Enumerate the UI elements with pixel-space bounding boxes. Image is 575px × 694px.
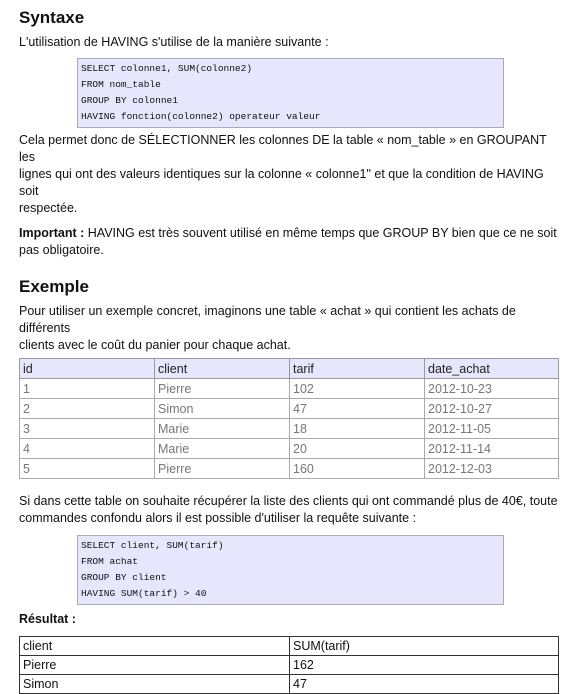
text-line: lignes qui ont des valeurs identiques su… [19, 167, 544, 198]
table-cell: 2012-11-14 [424, 438, 559, 459]
table-cell: Marie [154, 418, 290, 439]
exemple-heading: Exemple [19, 277, 89, 296]
important-label: Important : [19, 226, 85, 240]
syntaxe-explanation: Cela permet donc de SÉLECTIONNER les col… [19, 132, 559, 217]
text-line: Pour utiliser un exemple concret, imagin… [19, 304, 516, 335]
query-code-block: SELECT client, SUM(tarif) FROM achat GRO… [77, 535, 504, 605]
code-line: SELECT client, SUM(tarif) [81, 540, 224, 551]
column-header-client: client [154, 358, 290, 379]
column-header-id: id [19, 358, 155, 379]
table-cell: 2012-11-05 [424, 418, 559, 439]
table-cell: 47 [289, 674, 559, 694]
code-line: SELECT colonne1, SUM(colonne2) [81, 63, 253, 74]
table-header-row: client SUM(tarif) [19, 636, 559, 656]
column-header-tarif: tarif [289, 358, 425, 379]
code-line: HAVING fonction(colonne2) operateur vale… [81, 111, 321, 122]
table-cell: 2 [19, 398, 155, 419]
code-line: HAVING SUM(tarif) > 40 [81, 588, 207, 599]
table-cell: Pierre [19, 655, 290, 675]
column-header-client: client [19, 636, 290, 656]
syntax-code-block: SELECT colonne1, SUM(colonne2) FROM nom_… [77, 58, 504, 128]
table-cell: Pierre [154, 378, 290, 399]
code-line: FROM achat [81, 556, 139, 567]
syntaxe-heading: Syntaxe [19, 8, 85, 27]
column-header-sum-tarif: SUM(tarif) [289, 636, 559, 656]
table-cell: 2012-12-03 [424, 458, 559, 479]
table-row: 5 Pierre 160 2012-12-03 [19, 458, 559, 479]
result-table: client SUM(tarif) Pierre 162 Simon 47 [19, 636, 559, 694]
exemple-question: Si dans cette table on souhaite récupére… [19, 493, 559, 527]
table-row: Simon 47 [19, 674, 559, 694]
table-cell: 160 [289, 458, 425, 479]
code-line: GROUP BY client [81, 572, 167, 583]
table-header-row: id client tarif date_achat [19, 358, 559, 379]
achat-table: id client tarif date_achat 1 Pierre 102 … [19, 358, 559, 479]
important-text: HAVING est très souvent utilisé en même … [84, 226, 557, 240]
table-cell: 5 [19, 458, 155, 479]
table-cell: Marie [154, 438, 290, 459]
text-line: commandes confondu alors il est possible… [19, 511, 417, 525]
table-cell: 47 [289, 398, 425, 419]
table-row: 2 Simon 47 2012-10-27 [19, 398, 559, 419]
table-cell: 102 [289, 378, 425, 399]
table-cell: Pierre [154, 458, 290, 479]
text-line: Si dans cette table on souhaite récupére… [19, 494, 558, 508]
text-line: clients avec le coût du panier pour chaq… [19, 338, 291, 352]
text-line: Cela permet donc de SÉLECTIONNER les col… [19, 133, 547, 164]
table-row: Pierre 162 [19, 655, 559, 675]
column-header-date: date_achat [424, 358, 559, 379]
important-note: Important : HAVING est très souvent util… [19, 225, 559, 259]
syntaxe-intro: L'utilisation de HAVING s'utilise de la … [19, 35, 329, 49]
table-cell: Simon [19, 674, 290, 694]
text-line: pas obligatoire. [19, 243, 104, 257]
table-row: 1 Pierre 102 2012-10-23 [19, 378, 559, 399]
code-line: GROUP BY colonne1 [81, 95, 178, 106]
table-cell: 18 [289, 418, 425, 439]
table-cell: 162 [289, 655, 559, 675]
text-line: Important : HAVING est très souvent util… [19, 225, 559, 242]
text-line: respectée. [19, 201, 78, 215]
table-row: 3 Marie 18 2012-11-05 [19, 418, 559, 439]
table-cell: 2012-10-23 [424, 378, 559, 399]
table-cell: Simon [154, 398, 290, 419]
table-cell: 1 [19, 378, 155, 399]
table-cell: 20 [289, 438, 425, 459]
table-cell: 2012-10-27 [424, 398, 559, 419]
exemple-intro: Pour utiliser un exemple concret, imagin… [19, 303, 559, 354]
table-cell: 4 [19, 438, 155, 459]
table-row: 4 Marie 20 2012-11-14 [19, 438, 559, 459]
table-cell: 3 [19, 418, 155, 439]
code-line: FROM nom_table [81, 79, 161, 90]
result-label: Résultat : [19, 612, 76, 626]
